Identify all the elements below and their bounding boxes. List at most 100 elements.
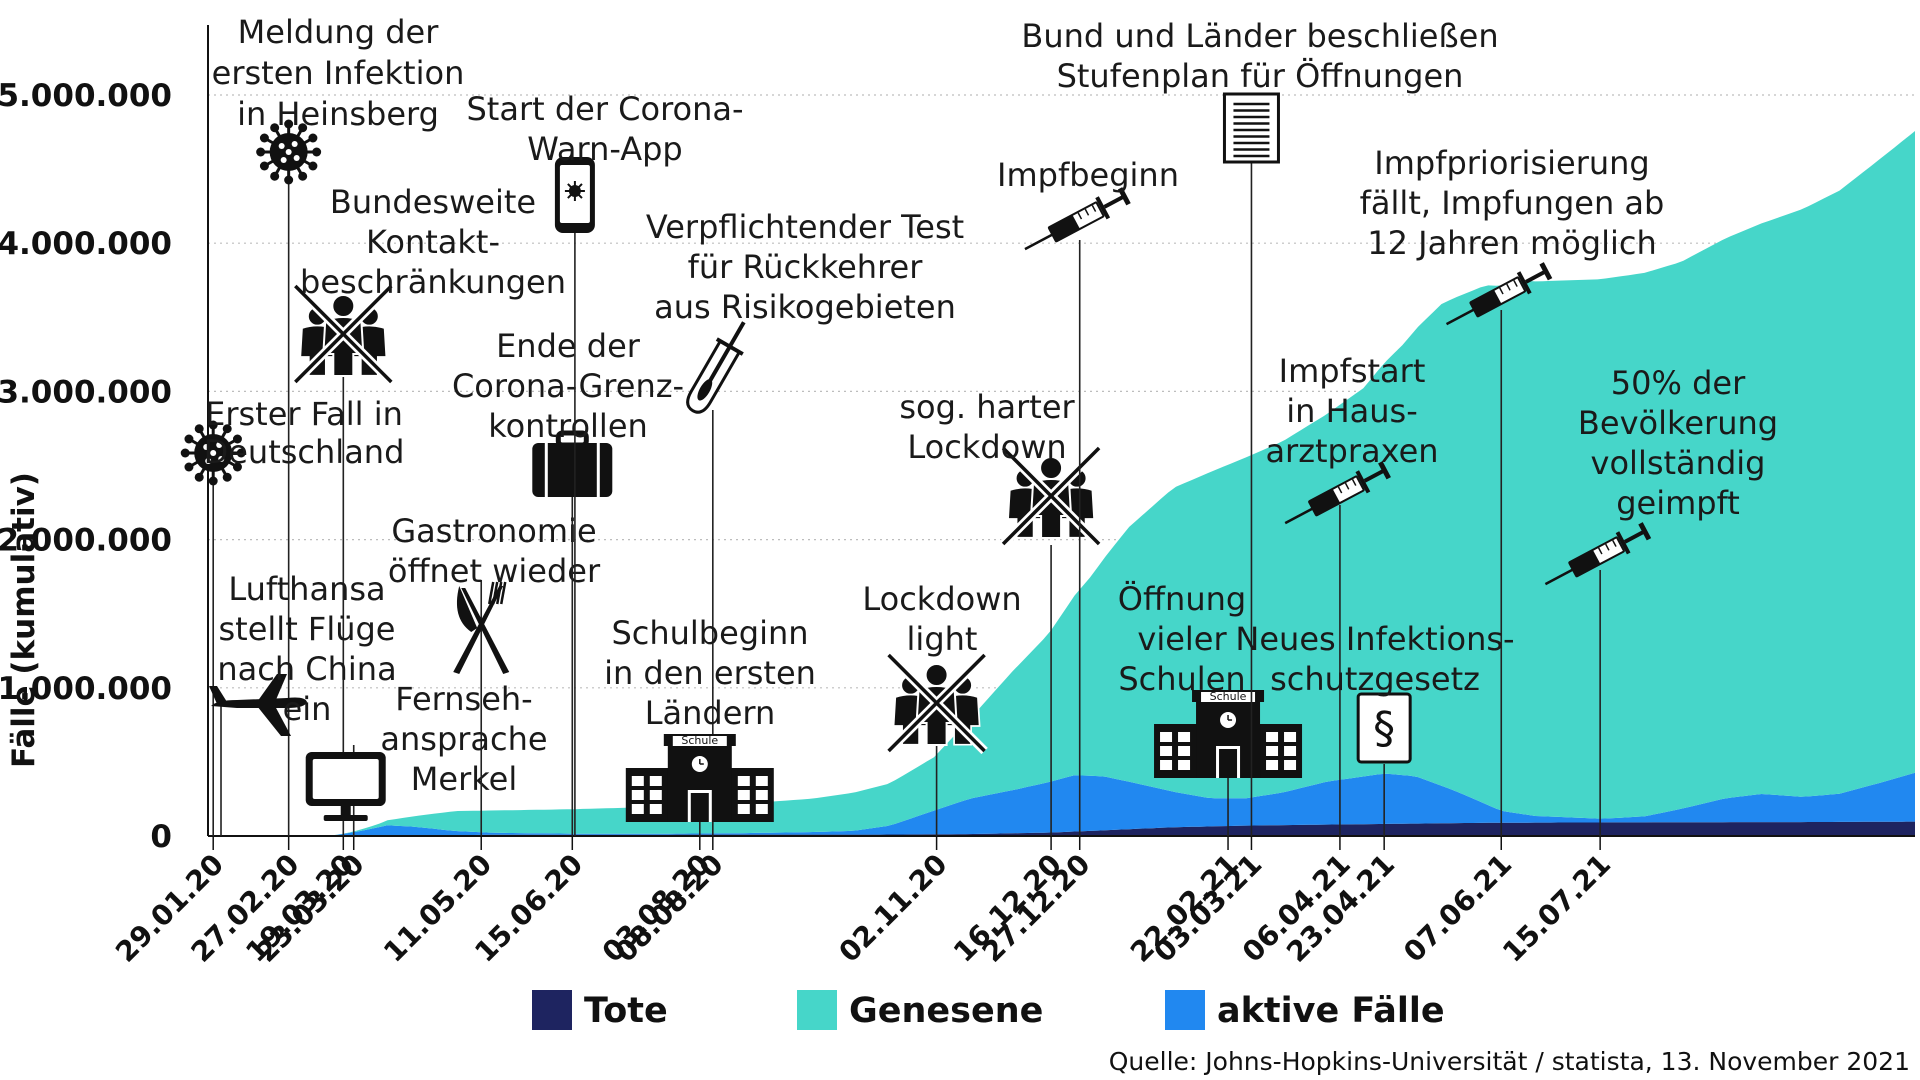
area-aktive-fälle [208, 772, 1915, 836]
annotation-label: Lockdown [862, 580, 1021, 618]
document-icon [1222, 92, 1280, 164]
annotation: Impfbeginn [997, 156, 1179, 836]
annotation-label: Schulbeginn [611, 614, 808, 652]
annotation-label: Impfpriorisierung [1374, 144, 1649, 182]
annotation-label: geimpft [1616, 484, 1740, 522]
y-tick-label: 5.000.000 [0, 78, 172, 114]
legend-label: Tote [584, 991, 668, 1031]
annotation-label: in Haus- [1286, 392, 1418, 430]
annotation-label: für Rückkehrer [688, 248, 924, 286]
y-tick-label: 4.000.000 [0, 226, 172, 262]
school-icon: Schule [625, 734, 774, 822]
annotation-label: kontrollen [488, 407, 648, 445]
virus-icon [180, 420, 246, 486]
school-sign: Schule [1210, 690, 1247, 703]
annotation-label: in Heinsberg [237, 95, 439, 133]
annotation-label: schutzgesetz [1270, 660, 1480, 698]
school-sign: Schule [681, 734, 718, 747]
annotation-label: Meldung der [238, 13, 440, 51]
annotation-label: Verpflichtender Test [646, 208, 964, 246]
cutlery-icon [453, 581, 510, 674]
area-tote [208, 821, 1915, 836]
annotation-label: fällt, Impfungen ab [1360, 184, 1665, 222]
annotation-label: Impfstart [1279, 352, 1426, 390]
annotation-label: 12 Jahren möglich [1367, 224, 1657, 262]
annotation-label: Schulen [1118, 660, 1245, 698]
annotation-label: Öffnung [1118, 580, 1246, 618]
legend-label: aktive Fälle [1217, 991, 1445, 1031]
annotation-label: Kontakt- [366, 223, 500, 261]
annotation-label: Lufthansa [228, 570, 385, 608]
annotation-label: vollständig [1591, 444, 1766, 482]
annotation-label: sog. harter [899, 388, 1075, 426]
y-tick-label: 2.000.000 [0, 523, 172, 559]
annotation-label: 50% der [1611, 364, 1746, 402]
x-tick-label: 08.08.20 [609, 848, 730, 969]
source-note: Quelle: Johns-Hopkins-Universität / stat… [1109, 1047, 1910, 1076]
paragraph-icon: § [1356, 692, 1412, 764]
crossed-people-icon [292, 282, 395, 386]
annotation-label: öffnet wieder [388, 552, 601, 590]
paragraph-sign: § [1373, 703, 1395, 754]
annotation-label: light [907, 620, 978, 658]
y-tick-label: 0 [150, 819, 172, 855]
x-tick-label: 02.11.20 [833, 848, 954, 969]
suitcase-icon [532, 430, 613, 497]
annotation-label: Corona-Grenz- [452, 367, 684, 405]
annotation-label: Bundesweite [330, 183, 536, 221]
legend-swatch [532, 990, 572, 1030]
annotation-label: ersten Infektion [212, 54, 465, 92]
monitor-icon [305, 752, 386, 821]
syringe-icon [1024, 187, 1131, 251]
annotation-label: nach China [217, 650, 396, 688]
legend-swatch [797, 990, 837, 1030]
annotation-label: Bevölkerung [1578, 404, 1778, 442]
annotation-label: arztpraxen [1265, 432, 1438, 470]
annotation-label: Erster Fall in [205, 395, 403, 433]
annotation: § Neues Infektions-schutzgesetz [1235, 620, 1515, 836]
y-axis-label: Fälle (kumulativ) [6, 472, 42, 768]
legend-swatch [1165, 990, 1205, 1030]
y-tick-label: 1.000.000 [0, 671, 172, 707]
annotation-label: Deutschland [204, 433, 405, 471]
crossed-people-icon [999, 444, 1103, 548]
annotation-label: Merkel [411, 760, 517, 798]
annotation-label: Bund und Länder beschließen [1021, 17, 1498, 55]
annotation-label: vieler [1137, 620, 1227, 658]
annotation-label: Ländern [645, 694, 776, 732]
annotation-label: in den ersten [604, 654, 816, 692]
annotation-label: Lockdown [907, 428, 1066, 466]
syringe-icon [1284, 461, 1391, 525]
crossed-people-icon [885, 651, 988, 755]
syringe-icon [1544, 522, 1652, 586]
annotation-label: aus Risikogebieten [654, 288, 956, 326]
annotation-label: Start der Corona- [466, 90, 743, 128]
school-icon: Schule [1154, 690, 1303, 778]
annotation-label: ansprache [380, 720, 547, 758]
annotation-label: Ende der [496, 327, 641, 365]
airplane-icon [209, 674, 308, 736]
y-tick-label: 3.000.000 [0, 374, 172, 410]
annotation-label: Neues Infektions- [1235, 620, 1514, 658]
annotation-label: Stufenplan für Öffnungen [1057, 57, 1464, 95]
annotation-label: Gastronomie [391, 512, 596, 550]
syringe-icon [1445, 262, 1553, 326]
x-tick-label: 15.07.21 [1496, 848, 1617, 969]
